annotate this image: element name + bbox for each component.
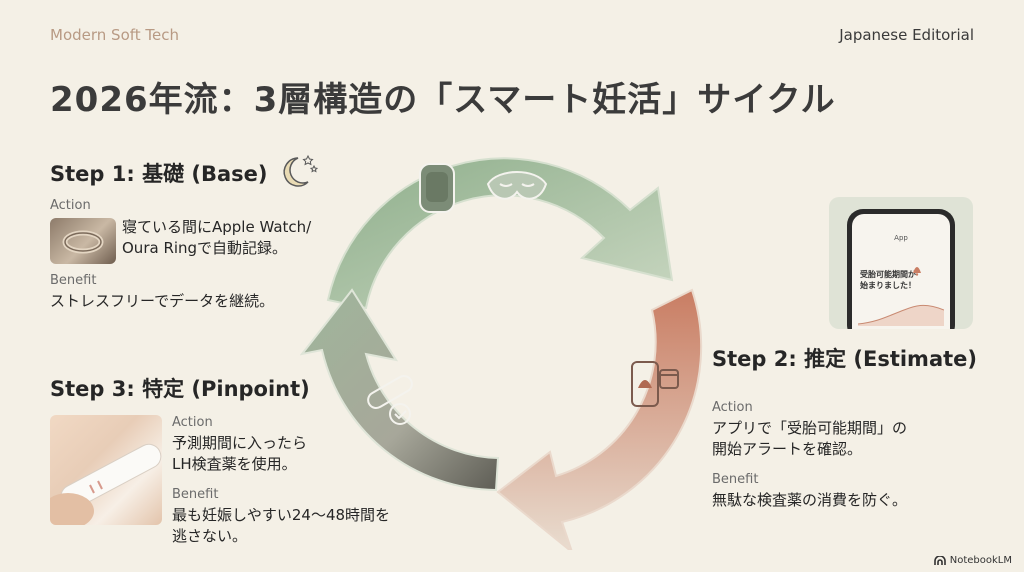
step1-action-label: Action bbox=[50, 198, 91, 213]
step3-title: Step 3: 特定 (Pinpoint) bbox=[50, 377, 310, 401]
cycle-chart-icon bbox=[858, 304, 944, 326]
step2-benefit-label: Benefit bbox=[712, 472, 759, 487]
bell-icon bbox=[913, 267, 921, 276]
step2-action-label: Action bbox=[712, 400, 753, 415]
step1-title: Step 1: 基礎 (Base) bbox=[50, 162, 268, 186]
step1-benefit-text: ストレスフリーでデータを継続。 bbox=[50, 292, 275, 310]
page-title: 2026年流：3層構造の「スマート妊活」サイクル bbox=[50, 80, 836, 120]
moon-stars-icon bbox=[283, 154, 318, 187]
step2-action-text-1: アプリで「受胎可能期間」の bbox=[712, 419, 908, 437]
app-name-label: App bbox=[894, 234, 908, 242]
fertile-window-notice-line-2: 始まりました！ bbox=[860, 281, 916, 290]
step1-action-text-1: 寝ている間にApple Watch/ bbox=[122, 218, 312, 236]
step1-benefit-label: Benefit bbox=[50, 273, 97, 288]
step2-title: Step 2: 推定 (Estimate) bbox=[712, 347, 977, 371]
edition-label: Japanese Editorial bbox=[839, 26, 974, 44]
step3-benefit-text-2: 逃さない。 bbox=[172, 527, 248, 545]
step2-benefit-text: 無駄な検査薬の消費を防ぐ。 bbox=[712, 491, 908, 509]
step3-action-text-2: LH検査薬を使用。 bbox=[172, 455, 297, 473]
test-strip-icon bbox=[367, 375, 413, 425]
smart-ring-image bbox=[50, 218, 116, 264]
lh-test-image bbox=[50, 415, 162, 525]
brand-label: Modern Soft Tech bbox=[50, 26, 180, 44]
step3-benefit-label: Benefit bbox=[172, 487, 219, 502]
cycle-diagram bbox=[300, 157, 703, 550]
step3-action-text-1: 予測期間に入ったら bbox=[172, 434, 308, 452]
cycle-arrow-left bbox=[300, 288, 500, 492]
step1-action-text-2: Oura Ringで自動記録。 bbox=[122, 239, 288, 257]
step2-action-text-2: 開始アラートを確認。 bbox=[712, 440, 863, 458]
sleep-mask-icon bbox=[486, 171, 548, 200]
phone-screen: App 受胎可能期間が 始まりました！ bbox=[852, 214, 950, 329]
phone-device: App 受胎可能期間が 始まりました！ bbox=[847, 209, 955, 329]
notebooklm-icon bbox=[933, 555, 946, 565]
step3-action-label: Action bbox=[172, 415, 213, 430]
phone-app-image: App 受胎可能期間が 始まりました！ bbox=[829, 197, 973, 329]
notebooklm-badge: NotebookLM bbox=[933, 555, 1012, 566]
notebooklm-label: NotebookLM bbox=[949, 555, 1012, 566]
fertile-window-notice: 受胎可能期間が 始まりました！ bbox=[860, 269, 916, 291]
smartwatch-icon bbox=[419, 163, 455, 213]
phone-alert-icon bbox=[631, 361, 679, 407]
cycle-arrow-right bbox=[496, 288, 703, 550]
cycle-arrow-top bbox=[326, 157, 674, 310]
step3-benefit-text-1: 最も妊娠しやすい24〜48時間を bbox=[172, 506, 391, 524]
fertile-window-notice-line-1: 受胎可能期間が bbox=[860, 270, 916, 279]
